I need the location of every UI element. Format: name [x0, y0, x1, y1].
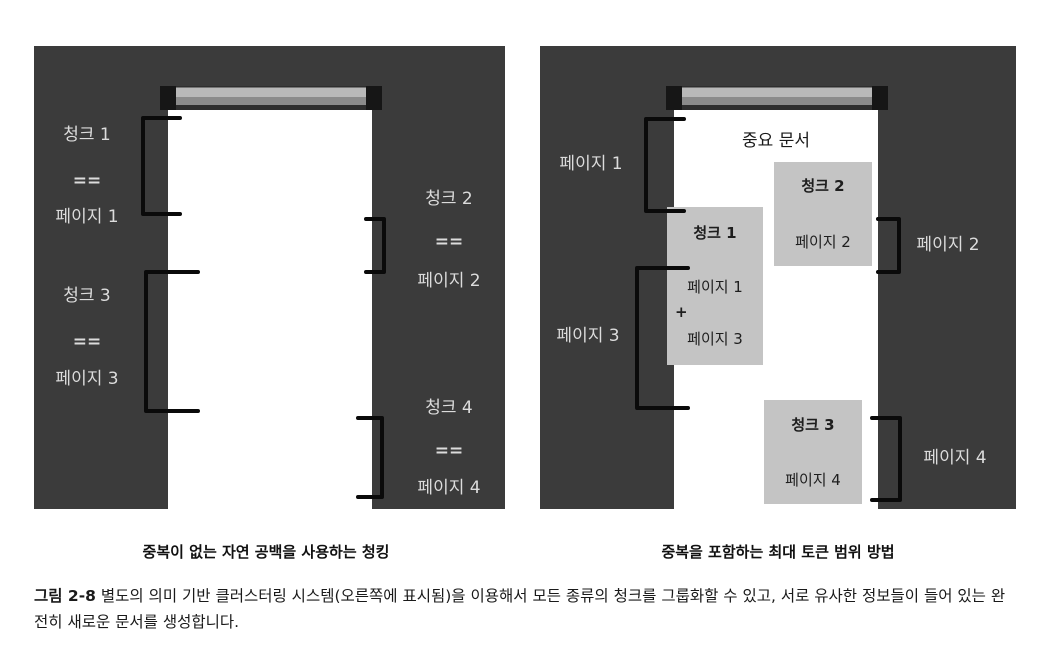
left-chunk1-label: 청크 1 — [63, 125, 111, 145]
chunk3-title: 청크 3 — [791, 416, 835, 434]
left-eq1-label: == — [72, 171, 102, 191]
left-scrollbar — [160, 86, 382, 110]
chunk1-title: 청크 1 — [693, 224, 737, 242]
left-eq3-label: == — [72, 332, 102, 352]
left-document — [168, 104, 372, 509]
chunk1-plus: + — [675, 303, 688, 321]
right-bracket-page1 — [644, 117, 686, 213]
left-page1-label: 페이지 1 — [55, 207, 119, 227]
left-page3-label: 페이지 3 — [55, 369, 119, 389]
chunk2-box: 청크 2 페이지 2 — [774, 162, 872, 266]
left-page2-label: 페이지 2 — [417, 271, 481, 291]
right-scrollbar — [666, 86, 888, 110]
chunk1-line1: 페이지 1 — [687, 278, 743, 296]
left-bracket-chunk2 — [364, 217, 386, 274]
right-doc-title: 중요 문서 — [742, 131, 810, 151]
chunk1-line2: 페이지 3 — [687, 330, 743, 348]
figure-caption: 그림 2-8 별도의 의미 기반 클러스터링 시스템(오른쪽에 표시됨)을 이용… — [34, 583, 1019, 635]
right-bracket-page3 — [635, 266, 690, 410]
left-bracket-chunk4 — [356, 416, 384, 499]
left-bracket-chunk1 — [141, 116, 182, 216]
chunk2-title: 청크 2 — [801, 177, 845, 195]
chunk1-box: 청크 1 페이지 1 + 페이지 3 — [667, 207, 763, 365]
left-chunk4-label: 청크 4 — [425, 398, 473, 418]
left-eq4-label: == — [434, 441, 464, 461]
right-page2-label: 페이지 2 — [916, 235, 980, 255]
right-page3-label: 페이지 3 — [556, 326, 620, 346]
caption-text: 별도의 의미 기반 클러스터링 시스템(오른쪽에 표시됨)을 이용해서 모든 종… — [34, 587, 1006, 631]
chunk3-line1: 페이지 4 — [785, 471, 841, 489]
right-bracket-page2 — [876, 217, 901, 274]
left-eq2-label: == — [434, 232, 464, 252]
figure-number: 그림 2-8 — [34, 587, 96, 605]
chunk3-box: 청크 3 페이지 4 — [764, 400, 862, 504]
left-page4-label: 페이지 4 — [417, 478, 481, 498]
left-bracket-chunk3 — [144, 270, 200, 413]
right-bracket-page4 — [870, 416, 902, 502]
chunk2-line1: 페이지 2 — [795, 233, 851, 251]
left-chunk3-label: 청크 3 — [63, 286, 111, 306]
right-subtitle: 중복을 포함하는 최대 토큰 범위 방법 — [661, 543, 895, 561]
right-page4-label: 페이지 4 — [923, 448, 987, 468]
left-chunk2-label: 청크 2 — [425, 189, 473, 209]
left-subtitle: 중복이 없는 자연 공백을 사용하는 청킹 — [142, 543, 390, 561]
right-page1-label: 페이지 1 — [559, 154, 623, 174]
